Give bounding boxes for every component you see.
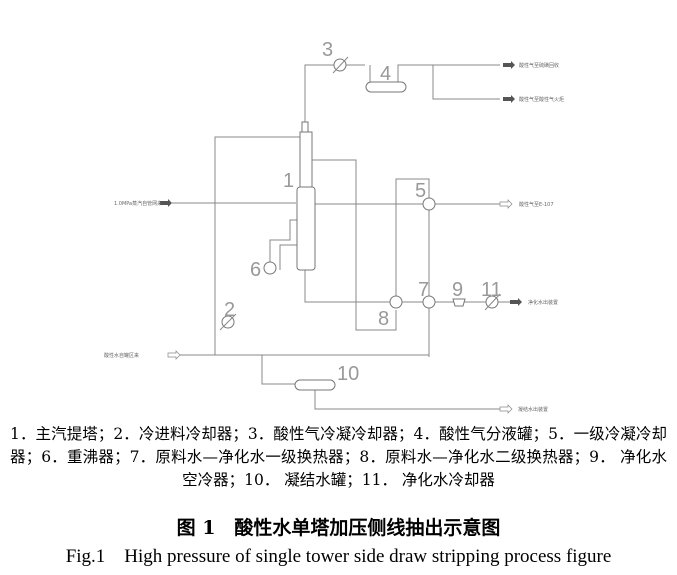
- stream-label-condensate: 凝结水出装置: [518, 406, 548, 413]
- exchanger-8: [389, 295, 403, 309]
- stream-label-sour-water: 酸性水自罐区来: [104, 352, 139, 359]
- label-8: 8: [378, 308, 389, 330]
- pipelines: [172, 64, 510, 410]
- stream-arrows: [160, 61, 522, 414]
- label-3: 3: [322, 39, 333, 61]
- air-cooler-9: [452, 298, 466, 307]
- label-6: 6: [250, 259, 261, 281]
- stream-label-sulfur: 酸性气至硫磺回收: [519, 62, 559, 69]
- exchanger-7: [422, 295, 436, 309]
- label-10: 10: [337, 363, 359, 385]
- cooler-11: [484, 293, 501, 311]
- label-7: 7: [418, 279, 429, 301]
- stream-label-flare: 酸性气至酸性气火炬: [519, 96, 564, 103]
- cooler-3: [332, 56, 349, 74]
- label-5: 5: [415, 180, 426, 202]
- drum-4: [365, 81, 407, 93]
- label-9: 9: [452, 279, 463, 301]
- figure-title-english: Fig.1 High pressure of single tower side…: [65, 546, 612, 567]
- figure-title: 图 1 酸性水单塔加压侧线抽出示意图: [176, 517, 501, 539]
- label-11: 11: [481, 279, 502, 301]
- stream-label-steam: 1.0MPa蒸汽自管网来: [114, 200, 162, 207]
- reboiler-6: [263, 261, 277, 275]
- figure-legend: 1．主汽提塔；2．冷进料冷却器；3．酸性气冷凝冷却器；4．酸性气分液罐；5．一级…: [10, 425, 667, 489]
- stream-label-purified: 净化水出装置: [528, 299, 558, 306]
- exchanger-5: [422, 197, 436, 211]
- label-4: 4: [380, 63, 391, 85]
- process-flow-diagram: 3 4 1 5 6 2 7 9 11 8 10 酸性气至硫磺回收 酸性气至酸性气…: [104, 39, 564, 414]
- label-2: 2: [224, 299, 235, 321]
- cooler-2: [219, 313, 237, 331]
- stream-label-e107: 酸性气至E-107: [519, 201, 554, 208]
- label-1: 1: [283, 170, 294, 192]
- main-stripping-column: [296, 121, 316, 271]
- drum-10: [294, 379, 336, 391]
